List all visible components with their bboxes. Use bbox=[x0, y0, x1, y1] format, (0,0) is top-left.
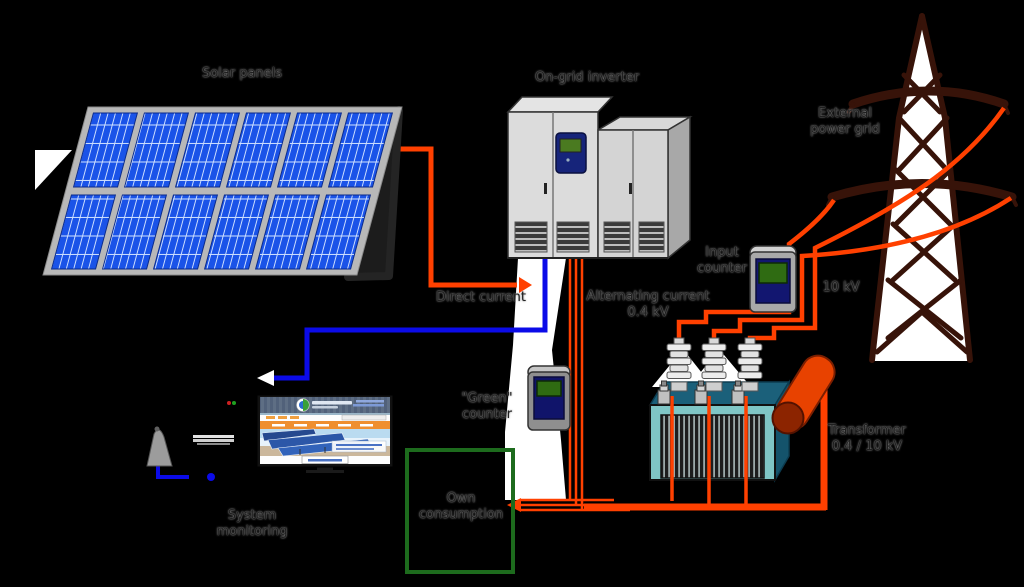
own-consumption-box bbox=[405, 448, 515, 574]
grid-10kv-wires bbox=[676, 106, 1013, 346]
monitor bbox=[256, 394, 394, 473]
monitoring-station bbox=[146, 394, 394, 481]
mouse bbox=[146, 429, 173, 467]
inverter-vents bbox=[514, 221, 665, 253]
on-grid-inverter bbox=[506, 96, 693, 260]
webpage-photo bbox=[260, 428, 390, 457]
green-counter-device bbox=[527, 365, 571, 431]
search-box[interactable] bbox=[341, 414, 387, 421]
transformer bbox=[648, 337, 836, 510]
oil-tank bbox=[771, 354, 836, 435]
led-green bbox=[232, 401, 236, 405]
arrow-to-monitor bbox=[257, 370, 274, 386]
mouse-cable bbox=[156, 463, 189, 479]
led-red bbox=[227, 401, 231, 405]
keyboard bbox=[193, 435, 234, 438]
arrow-to-inverter bbox=[519, 277, 532, 293]
monitoring-wire bbox=[257, 250, 548, 386]
tower-cross-arms bbox=[827, 86, 1017, 202]
input-counter-device bbox=[749, 245, 797, 313]
hv-insulators bbox=[666, 337, 763, 392]
radiator-fins bbox=[660, 414, 765, 479]
solar-panel-array bbox=[42, 106, 403, 281]
dc-wire bbox=[390, 146, 532, 293]
inverter-screen bbox=[559, 138, 582, 153]
transformer-lv-wires bbox=[670, 396, 748, 510]
